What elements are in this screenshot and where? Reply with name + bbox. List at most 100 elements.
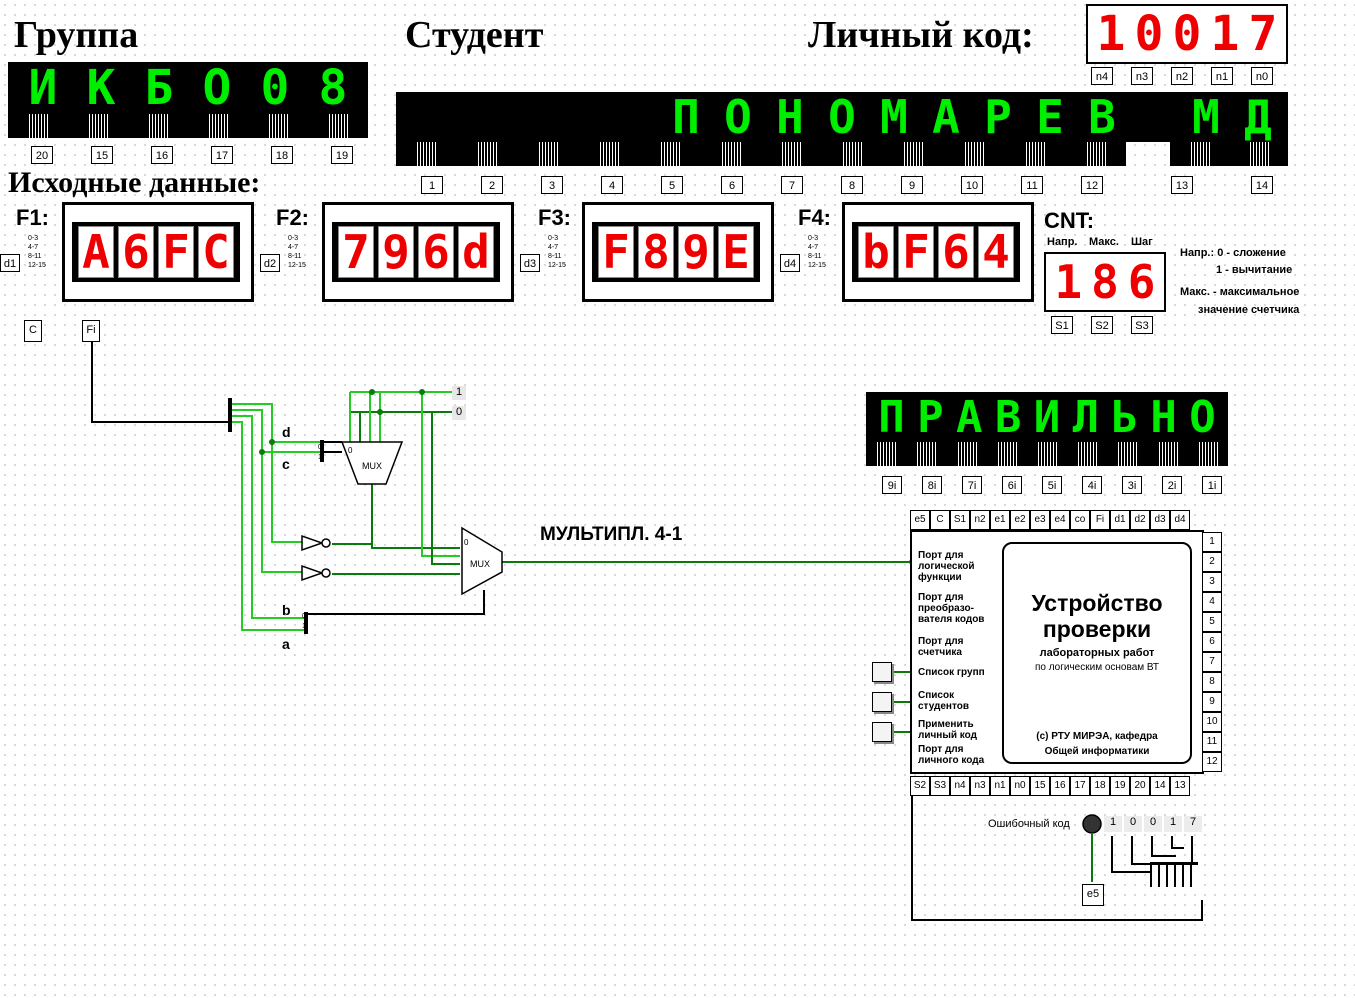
student-tag[interactable]: 4 <box>601 176 623 194</box>
right-port[interactable]: 2 <box>1202 552 1222 572</box>
bottom-port[interactable]: n0 <box>1010 776 1030 796</box>
student-tag[interactable]: 6 <box>721 176 743 194</box>
student-tag[interactable]: 10 <box>961 176 983 194</box>
group-tag[interactable]: 16 <box>151 146 173 164</box>
student-tag[interactable]: 8 <box>841 176 863 194</box>
result-tag[interactable]: 1i <box>1202 476 1222 494</box>
f2-input-tag[interactable]: d2 <box>260 254 280 272</box>
right-port[interactable]: 5 <box>1202 612 1222 632</box>
student-list-button[interactable] <box>872 692 892 712</box>
bottom-port[interactable]: 19 <box>1110 776 1130 796</box>
fi-input[interactable]: Fi <box>82 320 100 342</box>
bottom-port[interactable]: 16 <box>1050 776 1070 796</box>
top-port[interactable]: e4 <box>1050 510 1070 530</box>
bottom-port[interactable]: 14 <box>1150 776 1170 796</box>
bottom-port[interactable]: n4 <box>950 776 970 796</box>
result-tag[interactable]: 9i <box>882 476 902 494</box>
top-port[interactable]: S1 <box>950 510 970 530</box>
right-port[interactable]: 11 <box>1202 732 1222 752</box>
top-port[interactable]: e2 <box>1010 510 1030 530</box>
student-tag[interactable]: 5 <box>661 176 683 194</box>
cnt-tag[interactable]: S2 <box>1091 316 1113 334</box>
checker-title-2: проверки <box>1042 616 1152 642</box>
right-port[interactable]: 12 <box>1202 752 1222 772</box>
error-tag[interactable]: e5 <box>1082 884 1104 906</box>
top-port[interactable]: d1 <box>1110 510 1130 530</box>
code-tag[interactable]: n4 <box>1091 67 1113 85</box>
right-port[interactable]: 1 <box>1202 532 1222 552</box>
result-tag[interactable]: 7i <box>962 476 982 494</box>
f1-input-tag[interactable]: d1 <box>0 254 20 272</box>
student-matrix: П О Н О М А Р Е В М Д <box>396 90 1288 144</box>
right-port[interactable]: 9 <box>1202 692 1222 712</box>
right-port[interactable]: 3 <box>1202 572 1222 592</box>
group-tag[interactable]: 19 <box>331 146 353 164</box>
result-tag[interactable]: 8i <box>922 476 942 494</box>
top-port[interactable]: d3 <box>1150 510 1170 530</box>
small-mux-label: MUX <box>362 461 382 471</box>
student-tag[interactable]: 12 <box>1081 176 1103 194</box>
bottom-port[interactable]: 13 <box>1170 776 1190 796</box>
c-input[interactable]: C <box>24 320 42 342</box>
group-tag[interactable]: 18 <box>271 146 293 164</box>
student-tag[interactable]: 13 <box>1171 176 1193 194</box>
top-port[interactable]: d2 <box>1130 510 1150 530</box>
student-tag[interactable]: 2 <box>481 176 503 194</box>
bottom-port[interactable]: S2 <box>910 776 930 796</box>
top-port[interactable]: C <box>930 510 950 530</box>
top-port[interactable]: e3 <box>1030 510 1050 530</box>
top-port[interactable]: d4 <box>1170 510 1190 530</box>
cnt-tag[interactable]: S3 <box>1131 316 1153 334</box>
cnt-display: 1 8 6 <box>1044 252 1166 312</box>
right-port[interactable]: 8 <box>1202 672 1222 692</box>
group-list-button[interactable] <box>872 662 892 682</box>
checker-bottom-ports: S2 S3 n4 n3 n1 n0 15 16 17 18 19 20 14 1… <box>910 776 1190 796</box>
code-tag[interactable]: n0 <box>1251 67 1273 85</box>
bottom-port[interactable]: 17 <box>1070 776 1090 796</box>
f2-digit: 7 <box>338 226 374 278</box>
group-char: И <box>28 60 58 116</box>
student-tag[interactable]: 1 <box>421 176 443 194</box>
top-port[interactable]: co <box>1070 510 1090 530</box>
cnt-tag[interactable]: S1 <box>1051 316 1073 334</box>
right-port[interactable]: 6 <box>1202 632 1222 652</box>
code-tag[interactable]: n2 <box>1171 67 1193 85</box>
student-tag[interactable]: 3 <box>541 176 563 194</box>
f3-input-tag[interactable]: d3 <box>520 254 540 272</box>
student-tag[interactable]: 14 <box>1251 176 1273 194</box>
apply-code-button[interactable] <box>872 722 892 742</box>
f3-label: F3: <box>538 205 571 230</box>
student-pins <box>396 142 1126 166</box>
top-port[interactable]: n2 <box>970 510 990 530</box>
f1-digit: A <box>78 226 114 278</box>
const-zero: 0 <box>452 406 466 420</box>
right-port[interactable]: 7 <box>1202 652 1222 672</box>
student-tag[interactable]: 11 <box>1021 176 1043 194</box>
code-tag[interactable]: n1 <box>1211 67 1233 85</box>
top-port[interactable]: e1 <box>990 510 1010 530</box>
student-tag[interactable]: 9 <box>901 176 923 194</box>
code-tag[interactable]: n3 <box>1131 67 1153 85</box>
group-tag[interactable]: 15 <box>91 146 113 164</box>
bottom-port[interactable]: 15 <box>1030 776 1050 796</box>
bottom-port[interactable]: S3 <box>930 776 950 796</box>
right-port[interactable]: 10 <box>1202 712 1222 732</box>
result-tag[interactable]: 3i <box>1122 476 1142 494</box>
bottom-port[interactable]: n1 <box>990 776 1010 796</box>
bottom-port[interactable]: 18 <box>1090 776 1110 796</box>
top-port[interactable]: e5 <box>910 510 930 530</box>
group-tag[interactable]: 20 <box>31 146 53 164</box>
f4-input-tag[interactable]: d4 <box>780 254 800 272</box>
bottom-port[interactable]: 20 <box>1130 776 1150 796</box>
bottom-port[interactable]: n3 <box>970 776 990 796</box>
result-tag[interactable]: 2i <box>1162 476 1182 494</box>
right-port[interactable]: 4 <box>1202 592 1222 612</box>
top-port[interactable]: Fi <box>1090 510 1110 530</box>
result-tag[interactable]: 4i <box>1082 476 1102 494</box>
result-tag[interactable]: 5i <box>1042 476 1062 494</box>
student-tag[interactable]: 7 <box>781 176 803 194</box>
group-char: 0 <box>260 60 290 116</box>
result-tag[interactable]: 6i <box>1002 476 1022 494</box>
group-tag[interactable]: 17 <box>211 146 233 164</box>
